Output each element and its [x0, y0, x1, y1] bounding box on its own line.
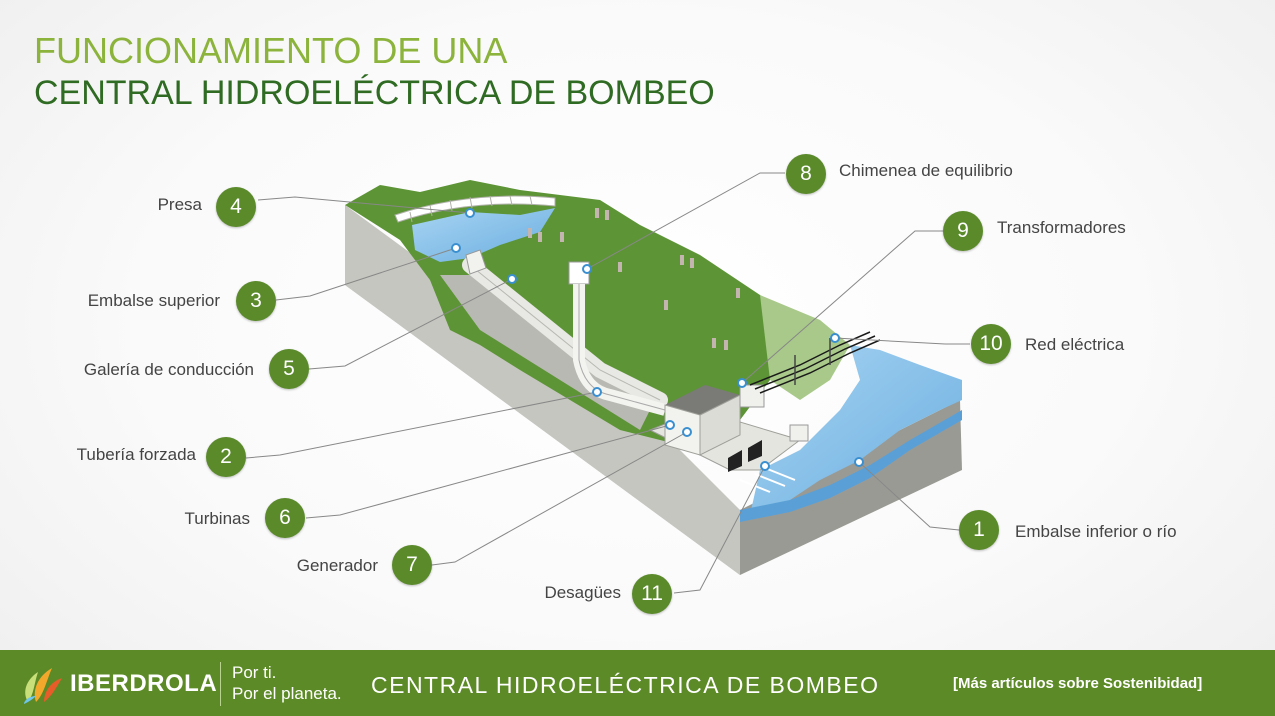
label-desagues: Desagües	[544, 583, 621, 602]
marker-chimenea	[582, 264, 592, 274]
marker-generador	[682, 427, 692, 437]
marker-red	[830, 333, 840, 343]
slogan-line-1: Por ti.	[232, 663, 277, 682]
badge-presa: 4	[216, 187, 256, 227]
label-transformadores: Transformadores	[997, 218, 1126, 237]
slogan-line-2: Por el planeta.	[232, 684, 342, 703]
footer-divider	[220, 662, 221, 706]
badge-transformadores: 9	[943, 211, 983, 251]
hydro-plant-illustration	[245, 172, 970, 594]
upper-reservoir-water	[412, 208, 555, 262]
transformer-building	[739, 384, 765, 408]
label-embalse-superior: Embalse superior	[87, 291, 220, 310]
badge-turbinas: 6	[265, 498, 305, 538]
badge-tuberia: 2	[206, 437, 246, 477]
dam	[394, 195, 556, 223]
marker-desagues	[760, 461, 770, 471]
marker-transformadores	[737, 378, 747, 388]
more-articles-link[interactable]: [Más artículos sobre Sostenibidad]	[953, 675, 1203, 692]
iberdrola-leaf-icon	[24, 668, 62, 704]
intake	[465, 249, 487, 275]
badge-desagues: 11	[632, 574, 672, 614]
lower-reservoir-water	[750, 345, 962, 515]
power-house-side	[699, 394, 741, 456]
footer-title: CENTRAL HIDROELÉCTRICA DE BOMBEO	[371, 672, 880, 698]
title-line-2: CENTRAL HIDROELÉCTRICA DE BOMBEO	[34, 74, 715, 112]
marker-presa	[465, 208, 475, 218]
label-red: Red eléctrica	[1025, 335, 1125, 354]
badge-embalse-inferior: 1	[959, 510, 999, 550]
marker-turbinas	[665, 420, 675, 430]
outlet-box	[789, 424, 809, 442]
slogan: Por ti. Por el planeta.	[232, 662, 342, 704]
label-generador: Generador	[296, 556, 378, 575]
marker-tuberia	[592, 387, 602, 397]
label-chimenea: Chimenea de equilibrio	[839, 161, 1013, 180]
badge-chimenea: 8	[786, 154, 826, 194]
label-embalse-inferior: Embalse inferior o río	[1015, 522, 1177, 541]
label-presa: Presa	[157, 195, 202, 214]
badge-galeria: 5	[269, 349, 309, 389]
lower-reservoir-front	[740, 410, 962, 522]
power-house-top	[665, 385, 740, 415]
badge-embalse-superior: 3	[236, 281, 276, 321]
terrain-right-slope	[760, 295, 850, 400]
marker-embalse-inferior	[854, 457, 864, 467]
label-turbinas: Turbinas	[184, 509, 250, 528]
footer-bar: IBERDROLA Por ti. Por el planeta. CENTRA…	[0, 650, 1275, 716]
label-tuberia: Tubería forzada	[76, 445, 196, 464]
marker-galeria	[507, 274, 517, 284]
brand-name: IBERDROLA	[70, 670, 218, 697]
badge-red: 10	[971, 324, 1011, 364]
badge-generador: 7	[392, 545, 432, 585]
marker-embalse-superior	[451, 243, 461, 253]
title-line-1: FUNCIONAMIENTO DE UNA	[34, 30, 508, 71]
label-galeria: Galería de conducción	[83, 360, 254, 379]
